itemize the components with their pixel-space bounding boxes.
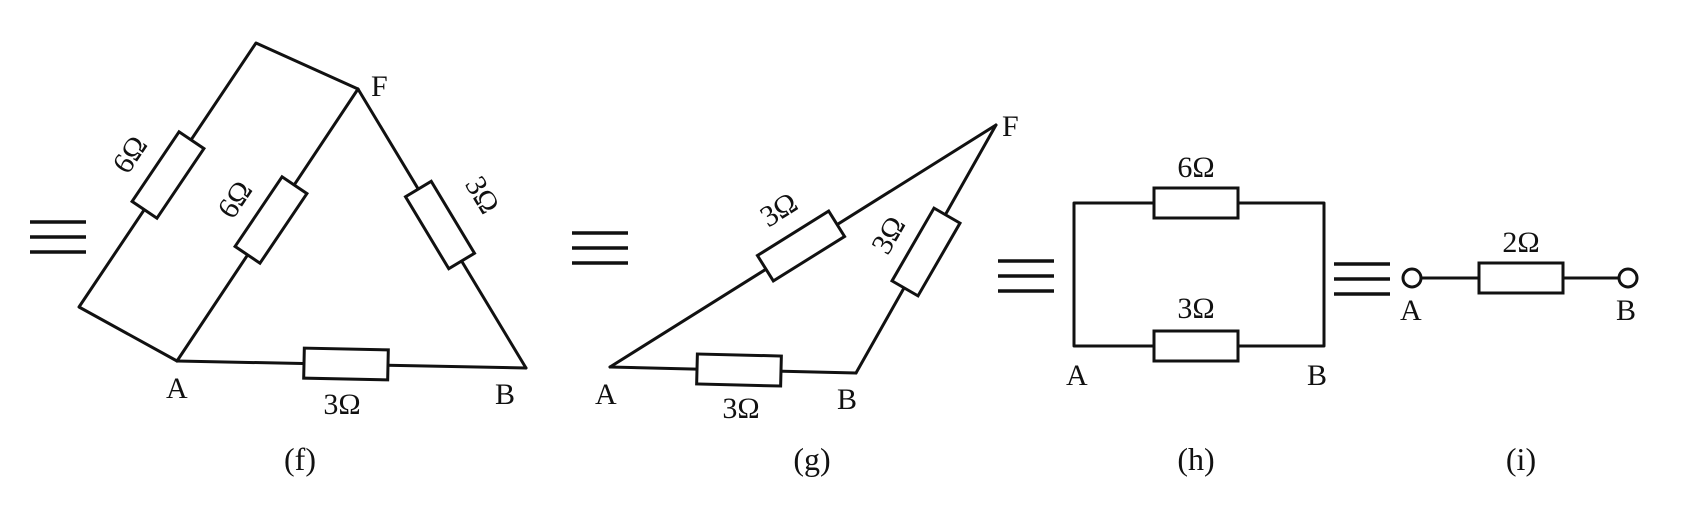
resistor-bottom — [302, 346, 390, 382]
panel-g: 3Ω 3Ω 3Ω A B F (g) — [595, 110, 1019, 477]
node-label-a: A — [595, 378, 617, 411]
node-label-a: A — [1400, 294, 1422, 327]
label-bottom: 3Ω — [722, 392, 759, 425]
node-label-f: F — [371, 70, 388, 103]
label-top: 6Ω — [1177, 151, 1214, 184]
node-label-b: B — [837, 383, 857, 416]
label-single: 2Ω — [1502, 226, 1539, 259]
equivalence-sign-g — [572, 231, 628, 265]
label-bottom: 3Ω — [323, 388, 360, 421]
node-label-f: F — [1002, 110, 1019, 143]
resistor-right — [889, 206, 963, 298]
label-outer-left: 6Ω — [106, 130, 154, 179]
node-label-b: B — [1307, 359, 1327, 392]
node-label-a: A — [166, 372, 188, 405]
label-right: 3Ω — [865, 211, 912, 260]
caption-g: (g) — [793, 441, 830, 477]
equivalence-sign-f — [30, 220, 86, 254]
label-inner-left: 6Ω — [211, 175, 259, 224]
resistor-top — [1152, 186, 1240, 220]
caption-f: (f) — [284, 441, 316, 477]
node-label-b: B — [495, 378, 515, 411]
resistor-bottom — [695, 352, 783, 388]
resistor-single — [1477, 261, 1565, 295]
panel-i: 2Ω A B (i) — [1400, 226, 1639, 477]
caption-i: (i) — [1506, 441, 1536, 477]
equivalence-sign-i — [1334, 262, 1390, 296]
panel-f: 6Ω 6Ω 3Ω 3Ω A B F (f) — [77, 41, 528, 477]
panel-h: 6Ω 3Ω A B (h) — [1066, 151, 1327, 477]
terminal-b — [1617, 267, 1639, 289]
label-bottom: 3Ω — [1177, 292, 1214, 325]
node-label-a: A — [1066, 359, 1088, 392]
resistor-inner-left — [232, 174, 310, 266]
terminal-a — [1401, 267, 1423, 289]
label-right: 3Ω — [458, 171, 505, 220]
resistor-left — [755, 208, 847, 284]
label-left: 3Ω — [754, 186, 803, 234]
resistor-outer-left — [129, 129, 207, 221]
node-label-b: B — [1616, 294, 1636, 327]
resistor-bottom — [1152, 329, 1240, 363]
caption-h: (h) — [1177, 441, 1214, 477]
resistor-right — [403, 179, 477, 271]
equivalence-sign-h — [998, 259, 1054, 293]
